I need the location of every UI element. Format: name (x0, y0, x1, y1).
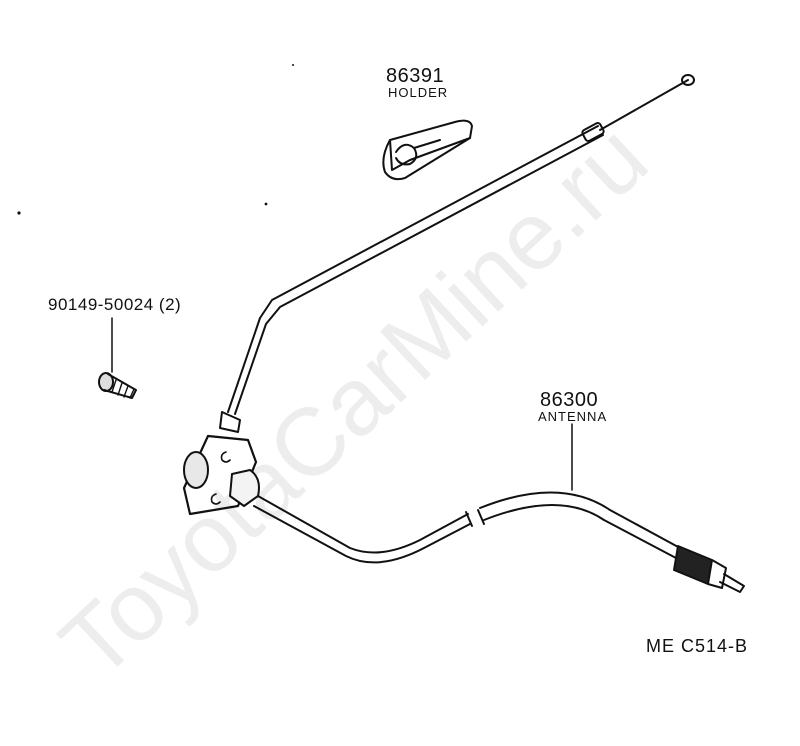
holder-clip (382, 119, 473, 181)
antenna-plug (673, 545, 745, 593)
antenna-part-number: 86300 (540, 389, 599, 411)
holder-part-number: 86391 (386, 65, 445, 87)
antenna-base (182, 411, 260, 516)
antenna-mast (227, 74, 695, 415)
mast-collar (581, 122, 605, 142)
screw-part-number: 90149-50024 (2) (48, 295, 182, 314)
antenna-cable (253, 491, 681, 564)
screw (98, 372, 137, 399)
mast-tip (681, 74, 695, 86)
antenna-part-name: ANTENNA (538, 409, 608, 424)
holder-part-name: HOLDER (388, 85, 449, 100)
drawing-reference: ME C514-B (646, 636, 749, 656)
